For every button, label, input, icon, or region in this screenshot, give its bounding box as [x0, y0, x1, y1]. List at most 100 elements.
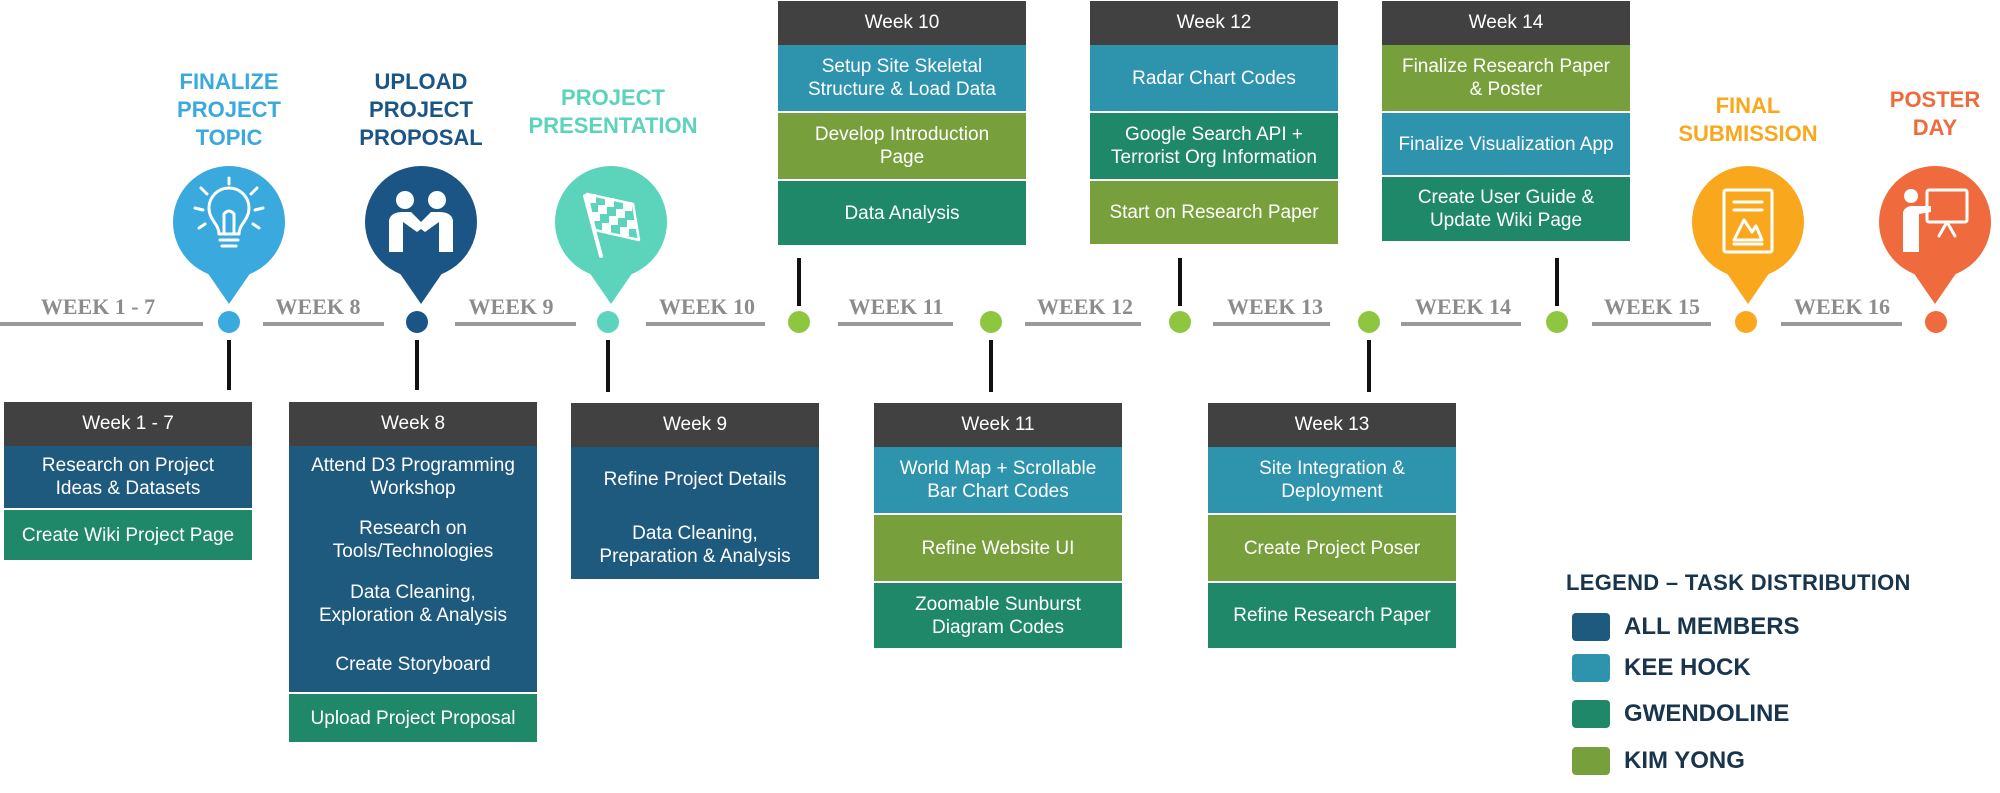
legend-label: KIM YONG	[1624, 747, 1745, 774]
task-item: Research on Project Ideas & Datasets	[4, 446, 252, 508]
milestone-pin	[1692, 166, 1804, 304]
task-item: Upload Project Proposal	[289, 692, 537, 742]
task-item: Create User Guide & Update Wiki Page	[1382, 175, 1630, 241]
week-segment-label: WEEK 1 - 7	[41, 294, 155, 319]
legend-item: KEE HOCK	[1572, 653, 1751, 683]
legend-swatch	[1572, 613, 1610, 641]
task-item: Develop Introduction Page	[778, 111, 1026, 179]
week-segment-label: WEEK 11	[849, 294, 944, 319]
milestone-pin	[173, 166, 285, 304]
milestone-title-line: FINALIZE	[179, 69, 279, 94]
timeline-dot	[218, 311, 240, 333]
milestone-title-line: PROPOSAL	[359, 125, 483, 150]
task-item: Refine Project Details	[571, 447, 819, 511]
task-item: Create Storyboard	[289, 636, 537, 692]
task-item: Refine Research Paper	[1208, 581, 1456, 648]
timeline-dot	[597, 311, 619, 333]
task-box-header: Week 1 - 7	[4, 402, 252, 446]
task-item: Create Project Poser	[1208, 513, 1456, 581]
task-box-header: Week 8	[289, 402, 537, 446]
milestone-title-line: DAY	[1912, 115, 1958, 140]
legend-item: GWENDOLINE	[1572, 699, 1789, 729]
milestone-pin	[365, 166, 477, 304]
task-item: Data Cleaning, Exploration & Analysis	[289, 572, 537, 636]
task-box-header: Week 11	[874, 403, 1122, 447]
timeline-dot	[1169, 311, 1191, 333]
task-box-header: Week 13	[1208, 403, 1456, 447]
legend-label: ALL MEMBERS	[1624, 613, 1800, 640]
week-segment-label: WEEK 12	[1037, 294, 1133, 319]
timeline-dot	[1735, 311, 1757, 333]
task-item: Data Analysis	[778, 179, 1026, 245]
task-item: Radar Chart Codes	[1090, 45, 1338, 111]
document-icon	[1722, 188, 1774, 254]
milestone-title-line: TOPIC	[195, 125, 263, 150]
milestone-title-line: UPLOAD	[374, 69, 468, 94]
week-segment-label: WEEK 13	[1227, 294, 1323, 319]
milestone-title: UPLOAD PROJECT PROPOSAL	[326, 68, 516, 152]
legend-label: KEE HOCK	[1624, 654, 1751, 681]
week-segment-label: WEEK 15	[1604, 294, 1700, 319]
timeline-dot	[406, 311, 428, 333]
task-item: Finalize Research Paper & Poster	[1382, 45, 1630, 111]
task-item: Google Search API + Terrorist Org Inform…	[1090, 111, 1338, 179]
timeline-dot	[1358, 311, 1380, 333]
task-item: Zoomable Sunburst Diagram Codes	[874, 581, 1122, 648]
presenter-icon	[1903, 188, 1969, 252]
legend-label: GWENDOLINE	[1624, 700, 1790, 727]
task-item: Attend D3 Programming Workshop	[289, 446, 537, 508]
timeline-dot	[980, 311, 1002, 333]
week-segment-label: WEEK 14	[1415, 294, 1511, 319]
timeline-dot	[788, 311, 810, 333]
week-segment-label: WEEK 16	[1794, 294, 1890, 319]
milestone-title: FINAL SUBMISSION	[1653, 92, 1843, 148]
timeline-dot	[1925, 311, 1947, 333]
task-item: Research on Tools/Technologies	[289, 508, 537, 572]
timeline-dot	[1546, 311, 1568, 333]
milestone-title-line: PROJECT	[561, 85, 665, 110]
week-segment-label: WEEK 8	[276, 294, 361, 319]
task-item: Start on Research Paper	[1090, 179, 1338, 244]
milestone-pin	[1879, 166, 1991, 304]
milestone-title-line: PROJECT	[177, 97, 281, 122]
legend-title: LEGEND – TASK DISTRIBUTION	[1566, 570, 1911, 595]
legend-item: ALL MEMBERS	[1572, 612, 1800, 642]
lightbulb-icon	[193, 176, 265, 248]
milestone-title-line: POSTER	[1889, 87, 1981, 112]
handshake-icon	[389, 191, 453, 252]
task-box-header: Week 9	[571, 403, 819, 447]
task-item: Refine Website UI	[874, 513, 1122, 581]
legend-swatch	[1572, 654, 1610, 682]
week-segment-label: WEEK 10	[659, 294, 755, 319]
legend-swatch	[1572, 700, 1610, 728]
milestone-title-line: PROJECT	[369, 97, 473, 122]
task-item: Finalize Visualization App	[1382, 111, 1630, 175]
task-box-header: Week 14	[1382, 1, 1630, 45]
milestone-title: POSTER DAY	[1840, 86, 2000, 142]
milestone-title: PROJECT PRESENTATION	[518, 84, 708, 140]
milestone-title-line: PRESENTATION	[528, 113, 698, 138]
checkered-flag-icon	[583, 192, 641, 258]
milestone-title-line: SUBMISSION	[1678, 121, 1818, 146]
week-segment-label: WEEK 9	[469, 294, 554, 319]
task-box-header: Week 12	[1090, 1, 1338, 45]
milestone-title-line: FINAL	[1715, 93, 1781, 118]
legend-item: KIM YONG	[1572, 746, 1745, 776]
task-item: Create Wiki Project Page	[4, 508, 252, 560]
task-item: Setup Site Skeletal Structure & Load Dat…	[778, 45, 1026, 111]
legend-swatch	[1572, 747, 1610, 775]
task-item: Site Integration & Deployment	[1208, 447, 1456, 513]
milestone-pin	[555, 166, 667, 304]
milestone-title: FINALIZE PROJECT TOPIC	[134, 68, 324, 152]
task-item: Data Cleaning, Preparation & Analysis	[571, 511, 819, 579]
task-item: World Map + Scrollable Bar Chart Codes	[874, 447, 1122, 513]
